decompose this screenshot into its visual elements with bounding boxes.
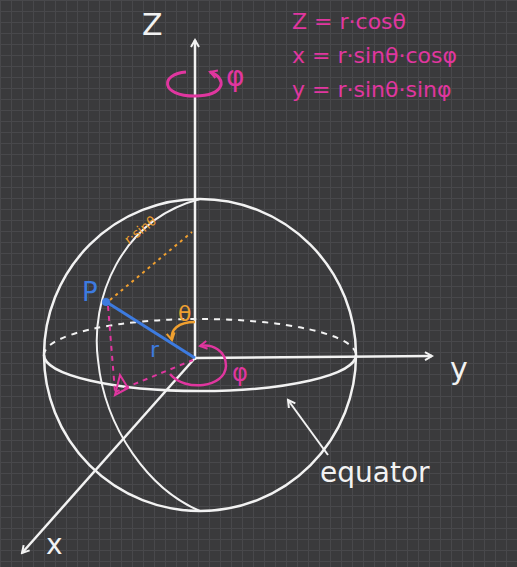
- projection-line: [108, 306, 115, 392]
- rotation-arrow: [168, 72, 222, 96]
- axis-label: Z: [142, 8, 163, 41]
- phi-arc: [170, 346, 226, 386]
- axis-label: y: [450, 352, 468, 385]
- point-p: [102, 298, 110, 306]
- formula: x = r·sinθ·cosφ: [292, 44, 457, 68]
- angle-label: θ: [178, 302, 191, 326]
- leader-line: [288, 400, 328, 455]
- y-axis: [195, 356, 432, 358]
- r-sin-theta-line: [110, 232, 192, 300]
- meridian: [97, 199, 200, 511]
- z-axis: [194, 40, 197, 360]
- dimension-label: r·sinθ: [122, 214, 159, 247]
- formula: Z = r·cosθ: [292, 10, 406, 34]
- x-axis: [22, 358, 195, 553]
- vector-label: r: [150, 338, 159, 362]
- equator-back: [44, 319, 356, 355]
- sphere-outline: [44, 199, 356, 511]
- angle-label: φ: [232, 360, 248, 386]
- formula: y = r·sinθ·sinφ: [292, 78, 451, 102]
- callout-label: equator: [320, 458, 430, 489]
- axis-label: x: [46, 530, 63, 561]
- point-label: P: [82, 278, 98, 307]
- right-angle-mark: [115, 375, 128, 395]
- rotation-label: φ: [226, 62, 244, 93]
